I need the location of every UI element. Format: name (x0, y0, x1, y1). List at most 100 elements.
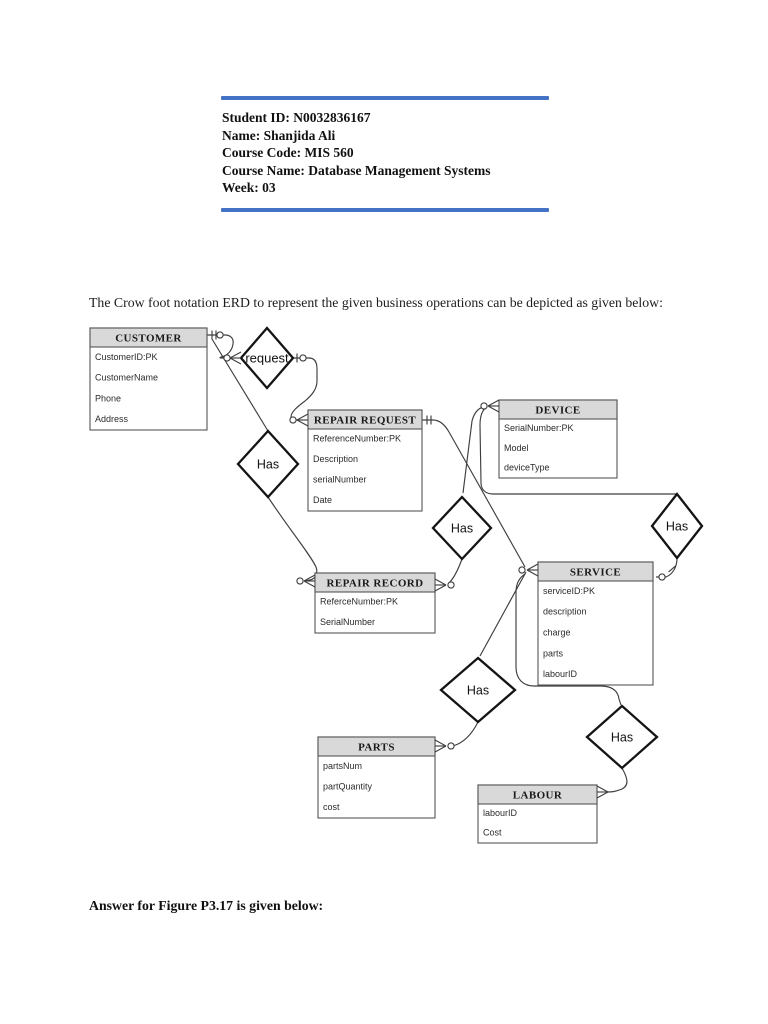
connector-service-has5 (515, 573, 622, 706)
crowfoot-device-left (487, 399, 500, 413)
crowfoot-repair-record-right (434, 578, 447, 592)
attribute-label: ReferenceNumber:PK (313, 434, 401, 444)
crowfoot-prong (434, 578, 447, 586)
relationship-label: Has (666, 519, 688, 533)
connector-device-has2 (462, 405, 488, 494)
intro-text: The Crow foot notation ERD to represent … (89, 295, 663, 310)
connector-service-has4 (479, 571, 527, 657)
crowfoot-prong (229, 357, 242, 365)
connector-has3-service (656, 557, 678, 578)
student-info-block: Student ID: N0032836167 Name: Shanjida A… (222, 109, 552, 197)
attribute-label: Cost (483, 828, 502, 838)
attribute-label: Date (313, 495, 332, 505)
zero-cardinality-circle (299, 354, 307, 362)
relationship-request: request (239, 326, 295, 390)
attribute-label: Phone (95, 393, 121, 403)
entity-header (498, 399, 618, 420)
bottom-blue-rule (221, 208, 549, 212)
entity-title: PARTS (358, 742, 395, 754)
crowfoot-prong (526, 569, 539, 577)
connector-customer-request (207, 334, 234, 359)
crowfoot-prong (596, 791, 609, 799)
attribute-label: CustomerID:PK (95, 352, 158, 362)
diamond-shape (239, 326, 295, 390)
connector-customer-has1 (211, 338, 269, 432)
connector-repair-request-service (422, 419, 526, 568)
relationship-has-4: Has (439, 656, 517, 724)
attribute-label: charge (543, 627, 571, 637)
zero-cardinality-circle (447, 581, 455, 589)
diamond-shape (236, 429, 300, 499)
entity-title: REPAIR REQUEST (314, 415, 417, 427)
entity-title: SERVICE (570, 567, 621, 579)
crowfoot-prong (526, 563, 539, 571)
crowfoot-prong (296, 413, 309, 421)
zero-cardinality-circle (447, 742, 455, 750)
attribute-label: SerialNumber:PK (504, 423, 574, 433)
attribute-label: description (543, 607, 587, 617)
relationship-label: Has (611, 730, 633, 744)
attribute-label: SerialNumber (320, 617, 375, 627)
week-line: Week: 03 (222, 180, 276, 196)
entity-header (89, 327, 208, 348)
relationship-has-5: Has (585, 704, 659, 770)
crowfoot-prong (303, 580, 316, 588)
crowfoot-prong (434, 739, 447, 747)
top-blue-rule (221, 96, 549, 100)
attribute-label: Model (504, 443, 529, 453)
relationship-has-1: Has (236, 429, 300, 499)
entity-title: REPAIR RECORD (327, 578, 424, 590)
attribute-label: Address (95, 414, 129, 424)
course-name-line: Course Name: Database Management Systems (222, 162, 491, 178)
crowfoot-request-left (229, 351, 242, 365)
connector-device-has3 (479, 406, 677, 495)
crowfoot-prong (596, 785, 609, 793)
entity-header (314, 572, 436, 593)
attribute-label: deviceType (504, 463, 550, 473)
connector-has5-labour (606, 767, 628, 793)
entity-header (477, 784, 598, 805)
course-code-line: Course Code: MIS 560 (222, 145, 354, 161)
relationship-label: Has (467, 683, 489, 697)
entity-repair-request: REPAIR REQUEST ReferenceNumber:PK Descript… (307, 409, 423, 512)
entity-repair-record: REPAIR RECORD ReferceNumber:PK SerialNumbe… (314, 572, 436, 634)
diamond-shape (431, 495, 493, 561)
zero-cardinality-circle (296, 577, 304, 585)
crowfoot-prong (434, 584, 447, 592)
zero-cardinality-circle (480, 402, 488, 410)
attribute-label: partsNum (323, 761, 362, 771)
zero-cardinality-circle (658, 573, 666, 581)
crowfoot-prong (434, 745, 447, 753)
crowfoot-repair-record-left (303, 574, 316, 588)
relationship-label: request (245, 350, 289, 365)
crowfoot-prong (487, 405, 500, 413)
zero-cardinality-circle (223, 354, 231, 362)
relationship-label: Has (451, 521, 473, 535)
entity-service: SERVICEserviceID:PKdescriptionchargepart… (537, 561, 654, 686)
crowfoot-parts-right (434, 739, 447, 753)
attribute-label: Description (313, 454, 358, 464)
student-id-line: Student ID: N0032836167 (222, 110, 371, 125)
diamond-shape (585, 704, 659, 770)
entity-header (537, 561, 654, 582)
crowfoot-prong (303, 574, 316, 582)
crowfoot-labour-right (596, 785, 609, 799)
connector-has2-repair-record (447, 558, 463, 585)
one-cardinality-bar (668, 565, 676, 573)
entity-customer: CUSTOMERCustomerID:PKCustomerNamePhoneAd… (89, 327, 208, 431)
student-name-line: Name: Shanjida Ali (222, 127, 336, 143)
attribute-label: serialNumber (313, 475, 367, 485)
attribute-label: cost (323, 802, 340, 812)
attribute-label: serviceID:PK (543, 586, 595, 596)
relationship-has-2: Has (431, 495, 493, 561)
relationship-has-3: Has (650, 492, 704, 560)
attribute-label: labourID (543, 669, 578, 679)
entity-title: CUSTOMER (115, 333, 182, 345)
entity-title: LABOUR (513, 790, 563, 802)
zero-cardinality-circle (289, 416, 297, 424)
entity-box (537, 561, 654, 686)
attribute-label: ReferceNumber:PK (320, 597, 398, 607)
